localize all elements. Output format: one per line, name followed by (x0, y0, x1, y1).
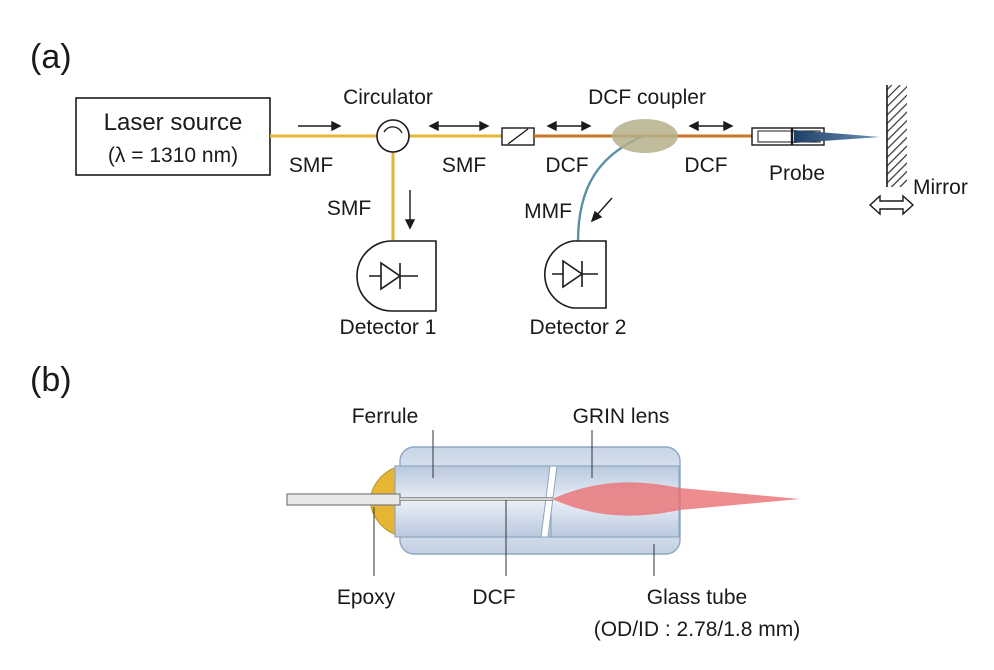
circulator-label: Circulator (343, 86, 433, 109)
output-beam (552, 482, 800, 516)
ferrule-label: Ferrule (352, 405, 419, 428)
circulator-arrow-icon (383, 126, 403, 134)
smf-label-3: SMF (327, 197, 371, 220)
panel-a-label: (a) (30, 38, 72, 76)
panel-b-label: (b) (30, 361, 72, 399)
laser-source-box (75, 97, 271, 176)
grin-lens-label: GRIN lens (573, 405, 670, 428)
arrow-double-icon (688, 120, 734, 132)
detector-1-symbol (356, 240, 437, 312)
probe-label: Probe (769, 162, 825, 185)
glass-tube-dimensions: (OD/ID : 2.78/1.8 mm) (594, 618, 801, 641)
mirror-translation-arrow-icon (868, 194, 915, 216)
ferrule-body (394, 465, 556, 538)
mmf-label: MMF (524, 200, 572, 223)
mirror-symbol (887, 85, 907, 187)
angled-interface (540, 465, 558, 538)
arrow-double-icon (428, 120, 490, 132)
laser-source-wavelength: (λ = 1310 nm) (108, 144, 238, 167)
arrow-diagonal-icon (590, 197, 613, 223)
detector-2-symbol (544, 240, 607, 309)
arrow-down-icon (404, 190, 416, 230)
isolator-slash (507, 128, 529, 145)
mmf-fiber (576, 134, 644, 243)
dcf-label-b: DCF (472, 586, 515, 609)
glass-tube-label: Glass tube (647, 586, 747, 609)
dcf-coupler-symbol (612, 119, 678, 153)
epoxy-label: Epoxy (337, 586, 396, 609)
smf-label-2: SMF (442, 154, 486, 177)
dcf-label-1: DCF (545, 154, 588, 177)
dcf-label-2: DCF (684, 154, 727, 177)
arrow-double-icon (546, 120, 592, 132)
probe-beam (794, 130, 880, 143)
dcf-coupler-label: DCF coupler (588, 86, 706, 109)
detector-1-label: Detector 1 (340, 316, 437, 339)
smf-label-1: SMF (289, 154, 333, 177)
circulator-symbol (376, 119, 410, 153)
laser-source-label: Laser source (104, 109, 243, 136)
mirror-label: Mirror (913, 176, 968, 199)
detector-2-label: Detector 2 (530, 316, 627, 339)
arrow-right-icon (298, 120, 342, 132)
dcf-fiber-input (286, 493, 401, 506)
